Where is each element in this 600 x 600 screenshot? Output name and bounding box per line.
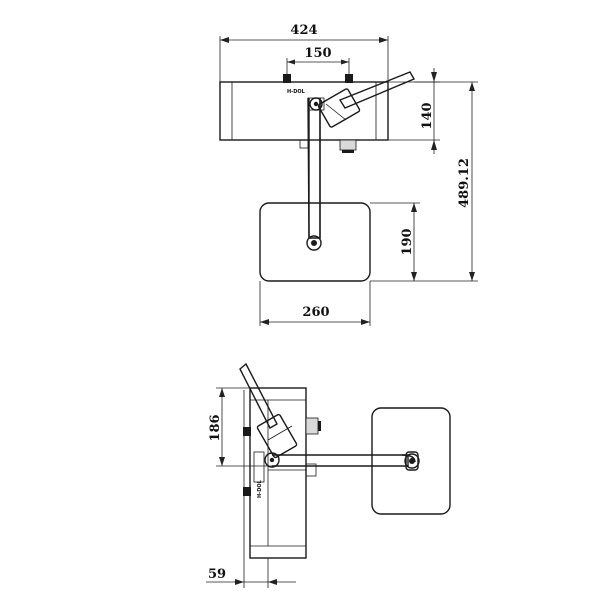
dim-total-width-label: 424 [290, 23, 317, 38]
front-view: 424 150 H-DOL [219, 23, 478, 326]
shower-arm-side [272, 451, 419, 471]
dim-side-height-label: 186 [208, 414, 223, 441]
shower-head-front [259, 98, 371, 282]
diverter-knob [309, 97, 323, 111]
bottom-connector-right [339, 139, 357, 151]
side-connector-lower [305, 463, 317, 477]
dim-side-depth-label: 59 [208, 567, 226, 582]
side-nut-lower [243, 487, 251, 496]
dimension-head-height: 190 [370, 202, 420, 282]
shower-handle-side [239, 362, 298, 459]
dim-body-height-label: 140 [420, 102, 435, 129]
thermostat-body-side [249, 387, 307, 559]
side-connector-upper [305, 417, 319, 435]
dimension-body-height: 140 [360, 68, 440, 154]
side-body-label: H-DOL [257, 479, 263, 498]
dimension-head-width: 260 [259, 281, 371, 326]
dimension-side-depth: 59 [206, 558, 296, 588]
dimension-valve-spacing: 150 [286, 46, 350, 76]
riser-pipe-front [307, 97, 321, 239]
dim-total-height-label: 489.12 [457, 158, 472, 208]
side-view: H-DOL [206, 362, 451, 588]
dimension-total-width: 424 [219, 23, 389, 82]
shower-handle-front [317, 71, 415, 128]
dimension-side-height: 186 [208, 387, 272, 467]
dimension-total-height: 489.12 [414, 81, 478, 282]
bottom-connector-left [299, 139, 309, 149]
valve-nut-left [283, 74, 291, 83]
front-body-label: H-DOL [287, 89, 306, 95]
dim-head-width-label: 260 [302, 305, 329, 320]
diverter-knob-side [264, 452, 280, 468]
dim-valve-spacing-label: 150 [304, 46, 331, 61]
side-nut-upper [243, 427, 251, 436]
dim-head-height-label: 190 [400, 228, 415, 255]
shower-head-side [371, 407, 451, 515]
valve-nut-right [345, 74, 353, 83]
